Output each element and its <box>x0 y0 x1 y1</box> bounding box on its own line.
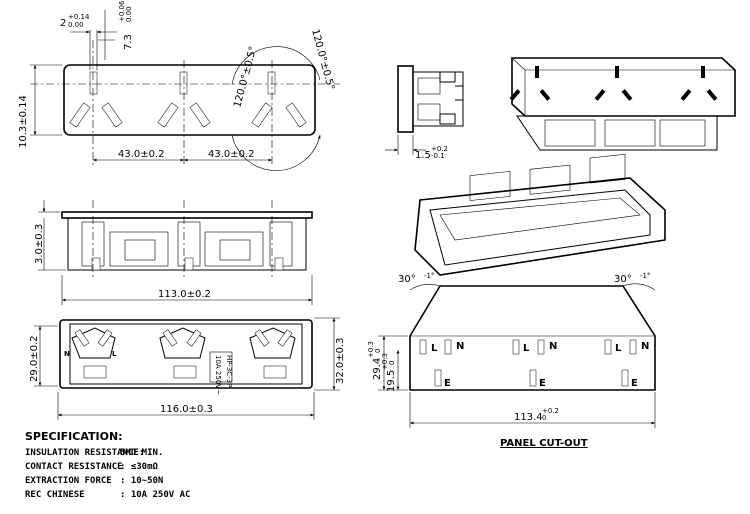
side-flange <box>397 65 414 133</box>
bottom-rating-line1: 10A 250V~ <box>214 355 222 395</box>
top-slot-2 <box>179 71 188 95</box>
top-pitch-dim-2: 43.0±0.2 <box>208 149 255 160</box>
top-angled-slot-4 <box>189 102 211 128</box>
spec-row-3-name: REC CHINESE <box>25 490 85 500</box>
side-view: 1.5 +0.2 -0.1 <box>385 65 464 161</box>
bottom-rating-line2: HP-3C-3P <box>225 355 233 387</box>
cutout-label-e-1: E <box>444 378 451 389</box>
cutout-width-dim: 113.4 <box>514 412 543 423</box>
top-angled-slot-6 <box>285 102 307 128</box>
cutout-height-dim: 29.4 <box>372 358 383 380</box>
top-slot-width-tol-plus: +0.14 <box>68 13 90 21</box>
cutout-height-tol-plus: +0.3 <box>367 341 375 358</box>
top-view-outline <box>63 64 316 136</box>
cutout-angle-left-tol: -1° <box>424 272 434 280</box>
cutout-width-tol-minus: 0 <box>542 414 546 422</box>
top-slot-width-tol-minus: 0.00 <box>68 21 84 29</box>
top-pitch-dim-1: 43.0±0.2 <box>118 149 165 160</box>
top-angle-dim-1: 120.0°±0.5° <box>232 45 259 109</box>
top-angled-slot-2 <box>101 102 123 128</box>
top-angle-dim-2: 120.0°±0.5° <box>309 28 336 92</box>
cutout-angle-right-tol: -1° <box>640 272 650 280</box>
specification-block: SPECIFICATION: INSULATION RESISTANCE: 5M… <box>25 430 190 500</box>
cutout-lower-tol-plus: +0.3 <box>381 353 389 370</box>
front-width-dim: 113.0±0.2 <box>158 289 211 300</box>
cutout-label-e-2: E <box>539 378 546 389</box>
spec-row-3-value: : 10A 250V AC <box>120 490 190 500</box>
top-slot-height-tol-plus: +0.06 <box>118 0 126 22</box>
cutout-label-l-1: L <box>431 343 438 354</box>
spec-row-0-name: INSULATION RESISTANCE: <box>25 448 144 458</box>
spec-title: SPECIFICATION: <box>25 430 123 443</box>
panel-cutout-title: PANEL CUT-OUT <box>500 438 588 449</box>
cutout-label-e-3: E <box>631 378 638 389</box>
spec-row-0-value: 5MΩ MIN. <box>120 448 163 458</box>
cutout-angle-right: 30° <box>614 274 632 285</box>
top-slot-width-dim: 2 <box>60 18 66 29</box>
bottom-label-l: L <box>112 350 117 358</box>
front-flange <box>61 211 313 219</box>
cutout-label-l-3: L <box>615 343 622 354</box>
cutout-lower-tol-minus: 0 <box>388 361 396 365</box>
top-slot-3 <box>267 71 276 95</box>
top-slot-height-dim: 7.3 <box>123 34 134 50</box>
front-view: 3.0±0.3 113.0±0.2 <box>34 200 313 305</box>
top-angled-slot-3 <box>157 102 179 128</box>
spec-row-1-name: CONTACT RESISTANCE <box>25 462 123 472</box>
panel-cutout: 30° -1° 30° -1° L N L N L N E E E 29.4 +… <box>367 272 656 449</box>
bottom-view: 10A 250V~ HP-3C-3P N L 29.0±0.2 32.0±0.3… <box>29 317 346 420</box>
cutout-label-n-2: N <box>549 341 557 352</box>
cutout-lower-dim: 19.5 <box>386 370 397 392</box>
cutout-label-n-1: N <box>456 341 464 352</box>
cutout-label-l-2: L <box>523 343 530 354</box>
top-angled-slot-5 <box>251 102 273 128</box>
bottom-height-right-dim: 32.0±0.3 <box>335 337 346 384</box>
top-view: 2 +0.14 0.00 7.3 +0.06 0.00 10.3±0.14 43… <box>18 0 340 171</box>
top-slot-1 <box>89 71 98 95</box>
side-flange-tol-minus: -0.1 <box>431 152 445 160</box>
bottom-height-left-dim: 29.0±0.2 <box>29 335 40 382</box>
top-angled-slot-1 <box>69 102 91 128</box>
cutout-angle-left: 30° <box>398 274 416 285</box>
spec-row-1-value: : ≤30mΩ <box>120 462 159 472</box>
bottom-label-n: N <box>64 350 70 358</box>
side-body <box>412 71 464 127</box>
side-flange-dim: 1.5 <box>415 150 431 161</box>
bottom-width-dim: 116.0±0.3 <box>160 404 213 415</box>
spec-row-2-value: : 10~50N <box>120 476 163 486</box>
isometric-view-top <box>509 57 736 151</box>
front-height-dim: 3.0±0.3 <box>34 224 45 264</box>
cutout-label-n-3: N <box>641 341 649 352</box>
top-height-dim: 10.3±0.14 <box>18 95 29 148</box>
top-slot-height-tol-minus: 0.00 <box>125 6 133 22</box>
spec-row-2-name: EXTRACTION FORCE <box>25 476 112 486</box>
bottom-outline <box>59 319 313 389</box>
isometric-view-bottom <box>414 153 666 276</box>
cutout-height-tol-minus: 0 <box>374 349 382 353</box>
cutout-width-tol-plus: +0.2 <box>542 407 559 415</box>
side-flange-tol-plus: +0.2 <box>431 145 448 153</box>
